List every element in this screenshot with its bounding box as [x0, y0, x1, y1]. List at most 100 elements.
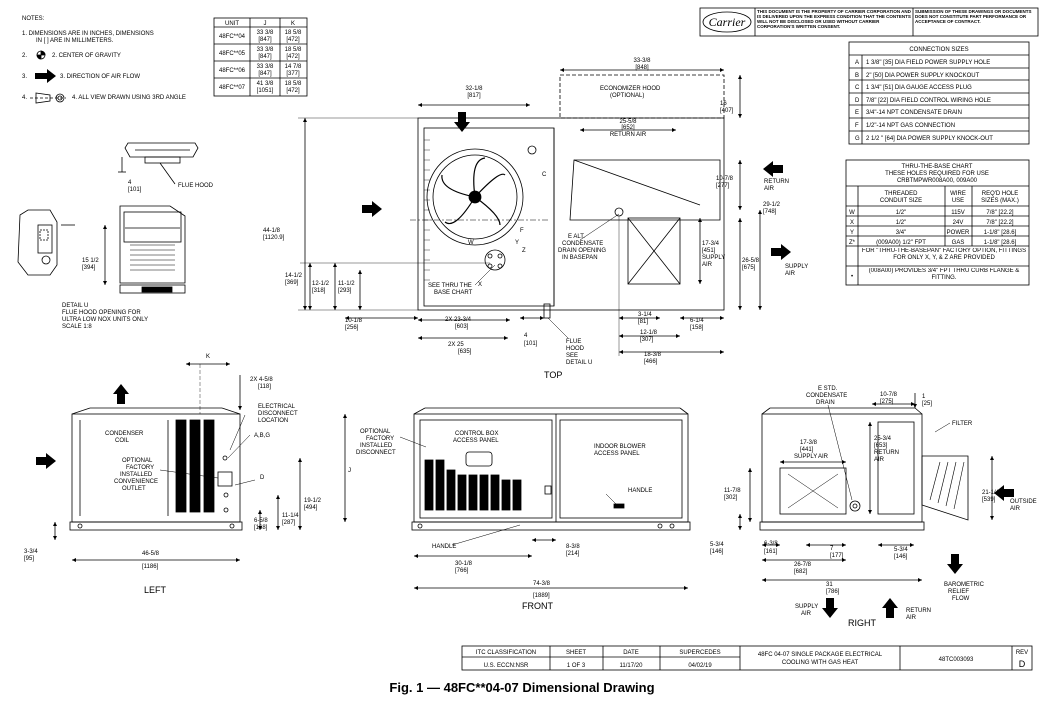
unit-table: UNIT J K 48FC**04 33 3/8 [847] 18 5/8 [4… — [213, 17, 308, 97]
svg-text:[441]: [441] — [800, 447, 814, 453]
top-view-labels: 33-3/8 [848] 32-1/8 [817] 16 [407] ECONO… — [263, 58, 808, 380]
svg-text:CRBTMPWR008A00, 009A00: CRBTMPWR008A00, 009A00 — [897, 178, 978, 184]
supply-air-arrow-icon — [771, 244, 791, 260]
svg-text:[675]: [675] — [742, 265, 756, 271]
note-3: 3. DIRECTION OF AIR FLOW — [60, 74, 140, 80]
left-airflow-arrow-icon — [362, 201, 382, 217]
svg-text:7/8" [22.2]: 7/8" [22.2] — [986, 220, 1013, 226]
brand-block: Carrier THIS DOCUMENT IS THE PROPERTY OF… — [699, 7, 1039, 37]
svg-text:25-5/8: 25-5/8 — [619, 119, 637, 125]
svg-text:FLOW: FLOW — [952, 596, 970, 602]
svg-text:RELIEF: RELIEF — [948, 589, 969, 595]
svg-text:7: 7 — [830, 546, 834, 552]
svg-text:[1186]: [1186] — [142, 564, 159, 570]
svg-text:1 3/4" [51] DIA GAUGE ACCESS P: 1 3/4" [51] DIA GAUGE ACCESS PLUG — [866, 85, 972, 91]
svg-text:ITC CLASSIFICATION: ITC CLASSIFICATION — [476, 650, 536, 656]
svg-text:C: C — [855, 85, 860, 91]
svg-text:THREADED: THREADED — [884, 191, 918, 197]
svg-text:48FC**05: 48FC**05 — [219, 51, 246, 57]
svg-text:E ALT.: E ALT. — [568, 234, 585, 240]
svg-text:B: B — [855, 73, 859, 79]
left-view-labels: CONDENSER COIL OPTIONAL FACTORY INSTALLE… — [24, 354, 322, 595]
svg-text:[81]: [81] — [638, 319, 648, 325]
notes-block: NOTES: 1. DIMENSIONS ARE IN INCHES, DIME… — [22, 16, 186, 101]
thru-base-footnote-1: FOR "THRU-THE-BASEPAN" FACTORY OPTION, F… — [861, 248, 1027, 261]
svg-text:AIR: AIR — [801, 611, 812, 617]
revision: D — [1019, 659, 1026, 669]
barometric-arrow-icon — [947, 554, 963, 574]
svg-text:[293]: [293] — [338, 288, 352, 294]
note-1a: 1. DIMENSIONS ARE IN INCHES, DIMENSIONS — [22, 31, 154, 37]
svg-text:[786]: [786] — [826, 589, 840, 595]
svg-text:K: K — [291, 21, 295, 27]
svg-text:X: X — [850, 220, 854, 226]
note-2: 2. CENTER OF GRAVITY — [52, 53, 121, 59]
svg-text:31: 31 — [826, 582, 833, 588]
right-supply-arrow-icon — [822, 598, 838, 618]
svg-text:18 5/8: 18 5/8 — [285, 47, 302, 53]
svg-text:10-7/8: 10-7/8 — [880, 392, 898, 398]
svg-text:RETURN AIR: RETURN AIR — [610, 132, 647, 138]
svg-text:U.S. ECCN:NSR: U.S. ECCN:NSR — [484, 663, 529, 669]
svg-text:1/2"-14 NPT GAS CONNECTION: 1/2"-14 NPT GAS CONNECTION — [866, 123, 955, 129]
svg-text:G: G — [855, 136, 860, 142]
svg-text:A: A — [855, 60, 859, 66]
see-thru-label: SEE THRU THE — [428, 283, 472, 289]
svg-text:6-3/8: 6-3/8 — [764, 541, 778, 547]
svg-text:D: D — [260, 475, 265, 481]
svg-text:CONDENSATE: CONDENSATE — [806, 393, 847, 399]
svg-text:21-1/4: 21-1/4 — [982, 490, 1000, 496]
svg-text:OUTLET: OUTLET — [122, 486, 146, 492]
svg-text:J: J — [264, 21, 267, 27]
svg-text:29-1/2: 29-1/2 — [763, 202, 781, 208]
svg-text:48FC**07: 48FC**07 — [219, 85, 246, 91]
svg-text:33 3/8: 33 3/8 — [257, 64, 274, 70]
svg-text:10-7/8: 10-7/8 — [716, 176, 734, 182]
svg-text:DISCONNECT: DISCONNECT — [258, 411, 298, 417]
svg-text:4: 4 — [128, 180, 132, 186]
svg-text:17-3/8: 17-3/8 — [800, 440, 818, 446]
svg-text:[158]: [158] — [690, 325, 704, 331]
svg-text:GAS: GAS — [952, 240, 965, 246]
figure-caption: Fig. 1 — 48FC**04-07 Dimensional Drawing — [389, 680, 655, 695]
svg-text:[25]: [25] — [922, 401, 932, 407]
svg-text:11/17/20: 11/17/20 — [620, 663, 644, 669]
svg-text:SHEET: SHEET — [566, 650, 586, 656]
submission-notice: SUBMISSION OF THESE DRAWINGS OR DOCUMENT… — [915, 9, 1032, 24]
svg-text:17-3/4: 17-3/4 — [702, 241, 720, 247]
svg-text:W: W — [849, 210, 855, 216]
svg-text:16: 16 — [720, 101, 727, 107]
svg-text:DETAIL U: DETAIL U — [566, 360, 592, 366]
top-airflow-arrow-icon — [454, 112, 470, 132]
svg-text:26-7/8: 26-7/8 — [794, 562, 812, 568]
top-view-title: TOP — [544, 370, 562, 380]
note-1b: IN [ ] ARE IN MILLIMETERS. — [36, 38, 114, 44]
svg-text:FACTORY: FACTORY — [126, 465, 154, 471]
svg-text:46-5/8: 46-5/8 — [142, 551, 160, 557]
svg-text:RETURN: RETURN — [874, 450, 899, 456]
svg-text:19-1/2: 19-1/2 — [304, 498, 322, 504]
front-view-labels: OPTIONAL FACTORY INSTALLED DISCONNECT CO… — [348, 429, 652, 611]
svg-text:SUPERCEDES: SUPERCEDES — [679, 650, 720, 656]
svg-text:33-3/8: 33-3/8 — [633, 58, 651, 64]
svg-text:41 3/8: 41 3/8 — [257, 81, 274, 87]
svg-text:4: 4 — [524, 333, 528, 339]
svg-text:BAROMETRIC: BAROMETRIC — [944, 582, 985, 588]
svg-text:E STD.: E STD. — [818, 386, 838, 392]
svg-text:48FC**06: 48FC**06 — [219, 68, 246, 74]
svg-text:33 3/8: 33 3/8 — [257, 47, 274, 53]
svg-text:K: K — [206, 354, 210, 360]
svg-text:[682]: [682] — [794, 569, 808, 575]
return-air-arrow-icon — [763, 161, 783, 177]
svg-text:5-3/4: 5-3/4 — [710, 542, 724, 548]
svg-text:FLUE: FLUE — [566, 339, 581, 345]
svg-text:[1120.9]: [1120.9] — [263, 235, 285, 241]
svg-text:2.: 2. — [22, 53, 27, 59]
svg-text:1: 1 — [922, 394, 926, 400]
svg-text:SUPPLY: SUPPLY — [702, 255, 725, 261]
svg-text:18-3/8: 18-3/8 — [644, 352, 662, 358]
svg-text:UNIT: UNIT — [225, 21, 239, 27]
third-angle-icon — [30, 92, 66, 104]
svg-text:4.: 4. — [22, 95, 27, 101]
